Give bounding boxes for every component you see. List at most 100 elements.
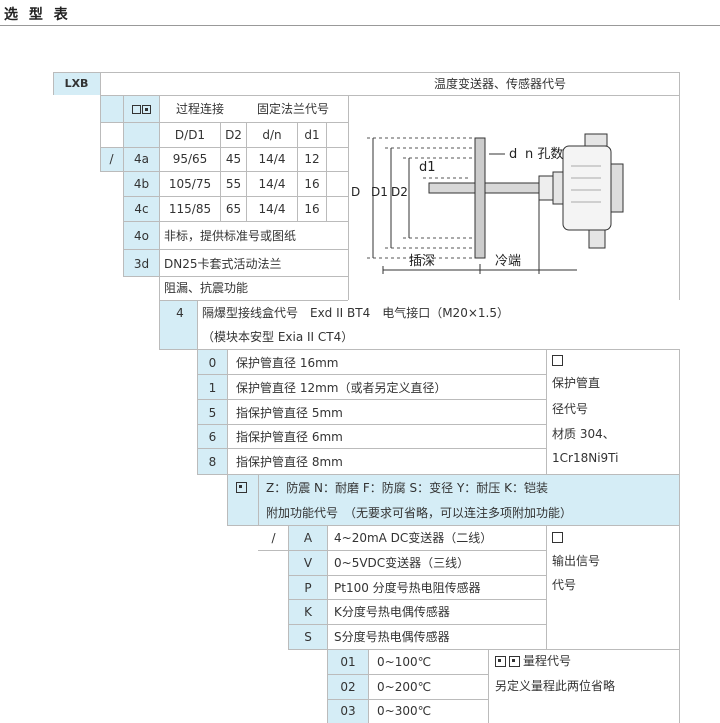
col-header-dn: d/n (262, 127, 282, 142)
page-header: 选 型 表 (0, 0, 720, 28)
empty-box-icon (131, 104, 141, 114)
output-text-V: 0~5VDC变送器（三线） (334, 556, 470, 570)
cell: 16 (304, 177, 320, 191)
probe-tube-right (484, 182, 540, 194)
dim-D1-label: D1 (371, 185, 388, 199)
cell: 16 (304, 202, 320, 216)
header-rule (0, 25, 720, 26)
dotted-box-icon (509, 655, 520, 667)
cell: 105/75 (168, 177, 212, 191)
tube-note-box (552, 350, 572, 370)
tube-text-8: 指保护管直径 8mm (236, 454, 343, 469)
col-header-d: D/D1 (174, 127, 206, 142)
cell: 115/85 (168, 202, 212, 216)
dim-D-label: D (351, 185, 360, 199)
cell: 14/4 (258, 177, 286, 191)
tube-code-6: 6 (208, 430, 217, 444)
output-code-K: K (304, 605, 312, 619)
output-text-K: K分度号热电偶传感器 (334, 605, 450, 619)
range-text-01: 0~100℃ (377, 655, 432, 669)
dim-n-label: n 孔数 (525, 147, 563, 162)
output-note-1: 输出信号 (552, 554, 601, 568)
housing-detail (571, 165, 601, 203)
flange-4o-text: 非标，提供标准号或图纸 (164, 228, 297, 243)
cell: 55 (225, 177, 242, 191)
housing-text2: （模块本安型 Exia II CT4） (202, 330, 354, 344)
probe-tube-left (428, 182, 476, 194)
cell: 45 (225, 152, 242, 166)
range-text-03: 0~300℃ (377, 704, 432, 718)
range-text-02: 0~200℃ (377, 679, 432, 694)
insert-depth-label: 插深 (409, 254, 435, 269)
dotted-box-icon (141, 104, 151, 114)
flange-code-4b: 4b (124, 172, 159, 196)
tube-text-5: 指保护管直径 5mm (236, 405, 343, 420)
cable-gland (588, 229, 606, 249)
tube-code-0: 0 (208, 355, 217, 370)
model-caption: 温度变送器、传感器代号 (434, 76, 567, 91)
range-note-label: 量程代号 (523, 654, 572, 668)
flange-code-3d: 3d (124, 250, 159, 277)
slash-cell: / (100, 147, 123, 171)
housing-blank2 (160, 325, 197, 349)
function-text2: 附加功能代号 （无要求可省略，可以连注多项附加功能） (266, 505, 573, 520)
flange-code-4a: 4a (124, 147, 159, 171)
flange-code-4o: 4o (124, 222, 159, 249)
sensor-diagram: d1 d n 孔数 D D1 D2 插深 冷端 (351, 133, 624, 274)
cold-end-label: 冷端 (495, 254, 521, 269)
model-code: LXB (53, 72, 100, 95)
cell: 95/65 (172, 152, 208, 166)
housing-code: 4 (165, 301, 195, 325)
code-col-header-blank (124, 122, 159, 147)
output-text-P: Pt100 分度号热电阻传感器 (334, 580, 481, 595)
top-fitting (584, 133, 608, 147)
proc-header-label2: 固定法兰代号 (257, 102, 330, 116)
function-text1: Z：防震 N：耐磨 F：防腐 S：变径 Y：耐压 K：铠装 (266, 480, 548, 495)
tube-note-4: 1Cr18Ni9Ti (552, 451, 619, 465)
cell: 12 (304, 152, 320, 166)
output-code-P: P (304, 580, 312, 595)
housing-text1: 隔爆型接线盒代号 Exd II BT4 电气接口（M20×1.5） (202, 306, 509, 320)
range-code-01: 01 (340, 655, 356, 669)
tube-code-1: 1 (208, 380, 217, 395)
strip (100, 96, 123, 122)
housing-port (552, 171, 564, 205)
dotted-box-icon (495, 655, 506, 667)
output-code-A: A (303, 531, 313, 545)
cell: 14/4 (258, 202, 286, 216)
flange-code-4c: 4c (124, 197, 159, 221)
tube-note-2: 径代号 (552, 402, 589, 416)
dim-d-label: d (509, 147, 517, 162)
output-note-box (552, 527, 572, 547)
tube-note-1: 保护管直 (552, 376, 601, 390)
output-code-S: S (304, 629, 312, 644)
housing-body (562, 145, 612, 231)
tube-text-6: 指保护管直径 6mm (236, 430, 343, 444)
function-bg (228, 475, 679, 525)
tube-note-3: 材质 304、 (552, 427, 615, 441)
range-note-1: 量程代号 (495, 650, 680, 672)
tube-code-bg (198, 350, 227, 474)
flange-3d-text2: 阻漏、抗震功能 (164, 281, 249, 295)
tube-code-5: 5 (208, 405, 217, 420)
dim-D2-label: D2 (391, 185, 408, 199)
proc-placeholder (124, 96, 159, 122)
cell: 14/4 (258, 152, 286, 166)
col-header-d2: D2 (225, 127, 242, 142)
output-code-bg (289, 526, 327, 649)
range-code-03: 03 (340, 704, 356, 718)
housing-cap (610, 163, 624, 213)
empty-box-icon (552, 531, 563, 543)
page-title: 选 型 表 (4, 7, 71, 23)
dim-d1-label: d1 (419, 160, 436, 175)
output-text-A: 4~20mA DC变送器（二线） (334, 531, 493, 545)
col-header-d1: d1 (304, 127, 320, 142)
output-text-S: S分度号热电偶传感器 (334, 629, 450, 644)
output-note-2: 代号 (552, 578, 577, 592)
tube-text-1: 保护管直径 12mm（或者另定义直径） (236, 380, 447, 395)
flange-3d-text1: DN25卡套式活动法兰 (164, 256, 282, 271)
function-box (228, 475, 256, 500)
tube-code-8: 8 (208, 454, 217, 469)
tube-text-0: 保护管直径 16mm (236, 355, 339, 370)
proc-header-label: 过程连接 (176, 102, 225, 116)
